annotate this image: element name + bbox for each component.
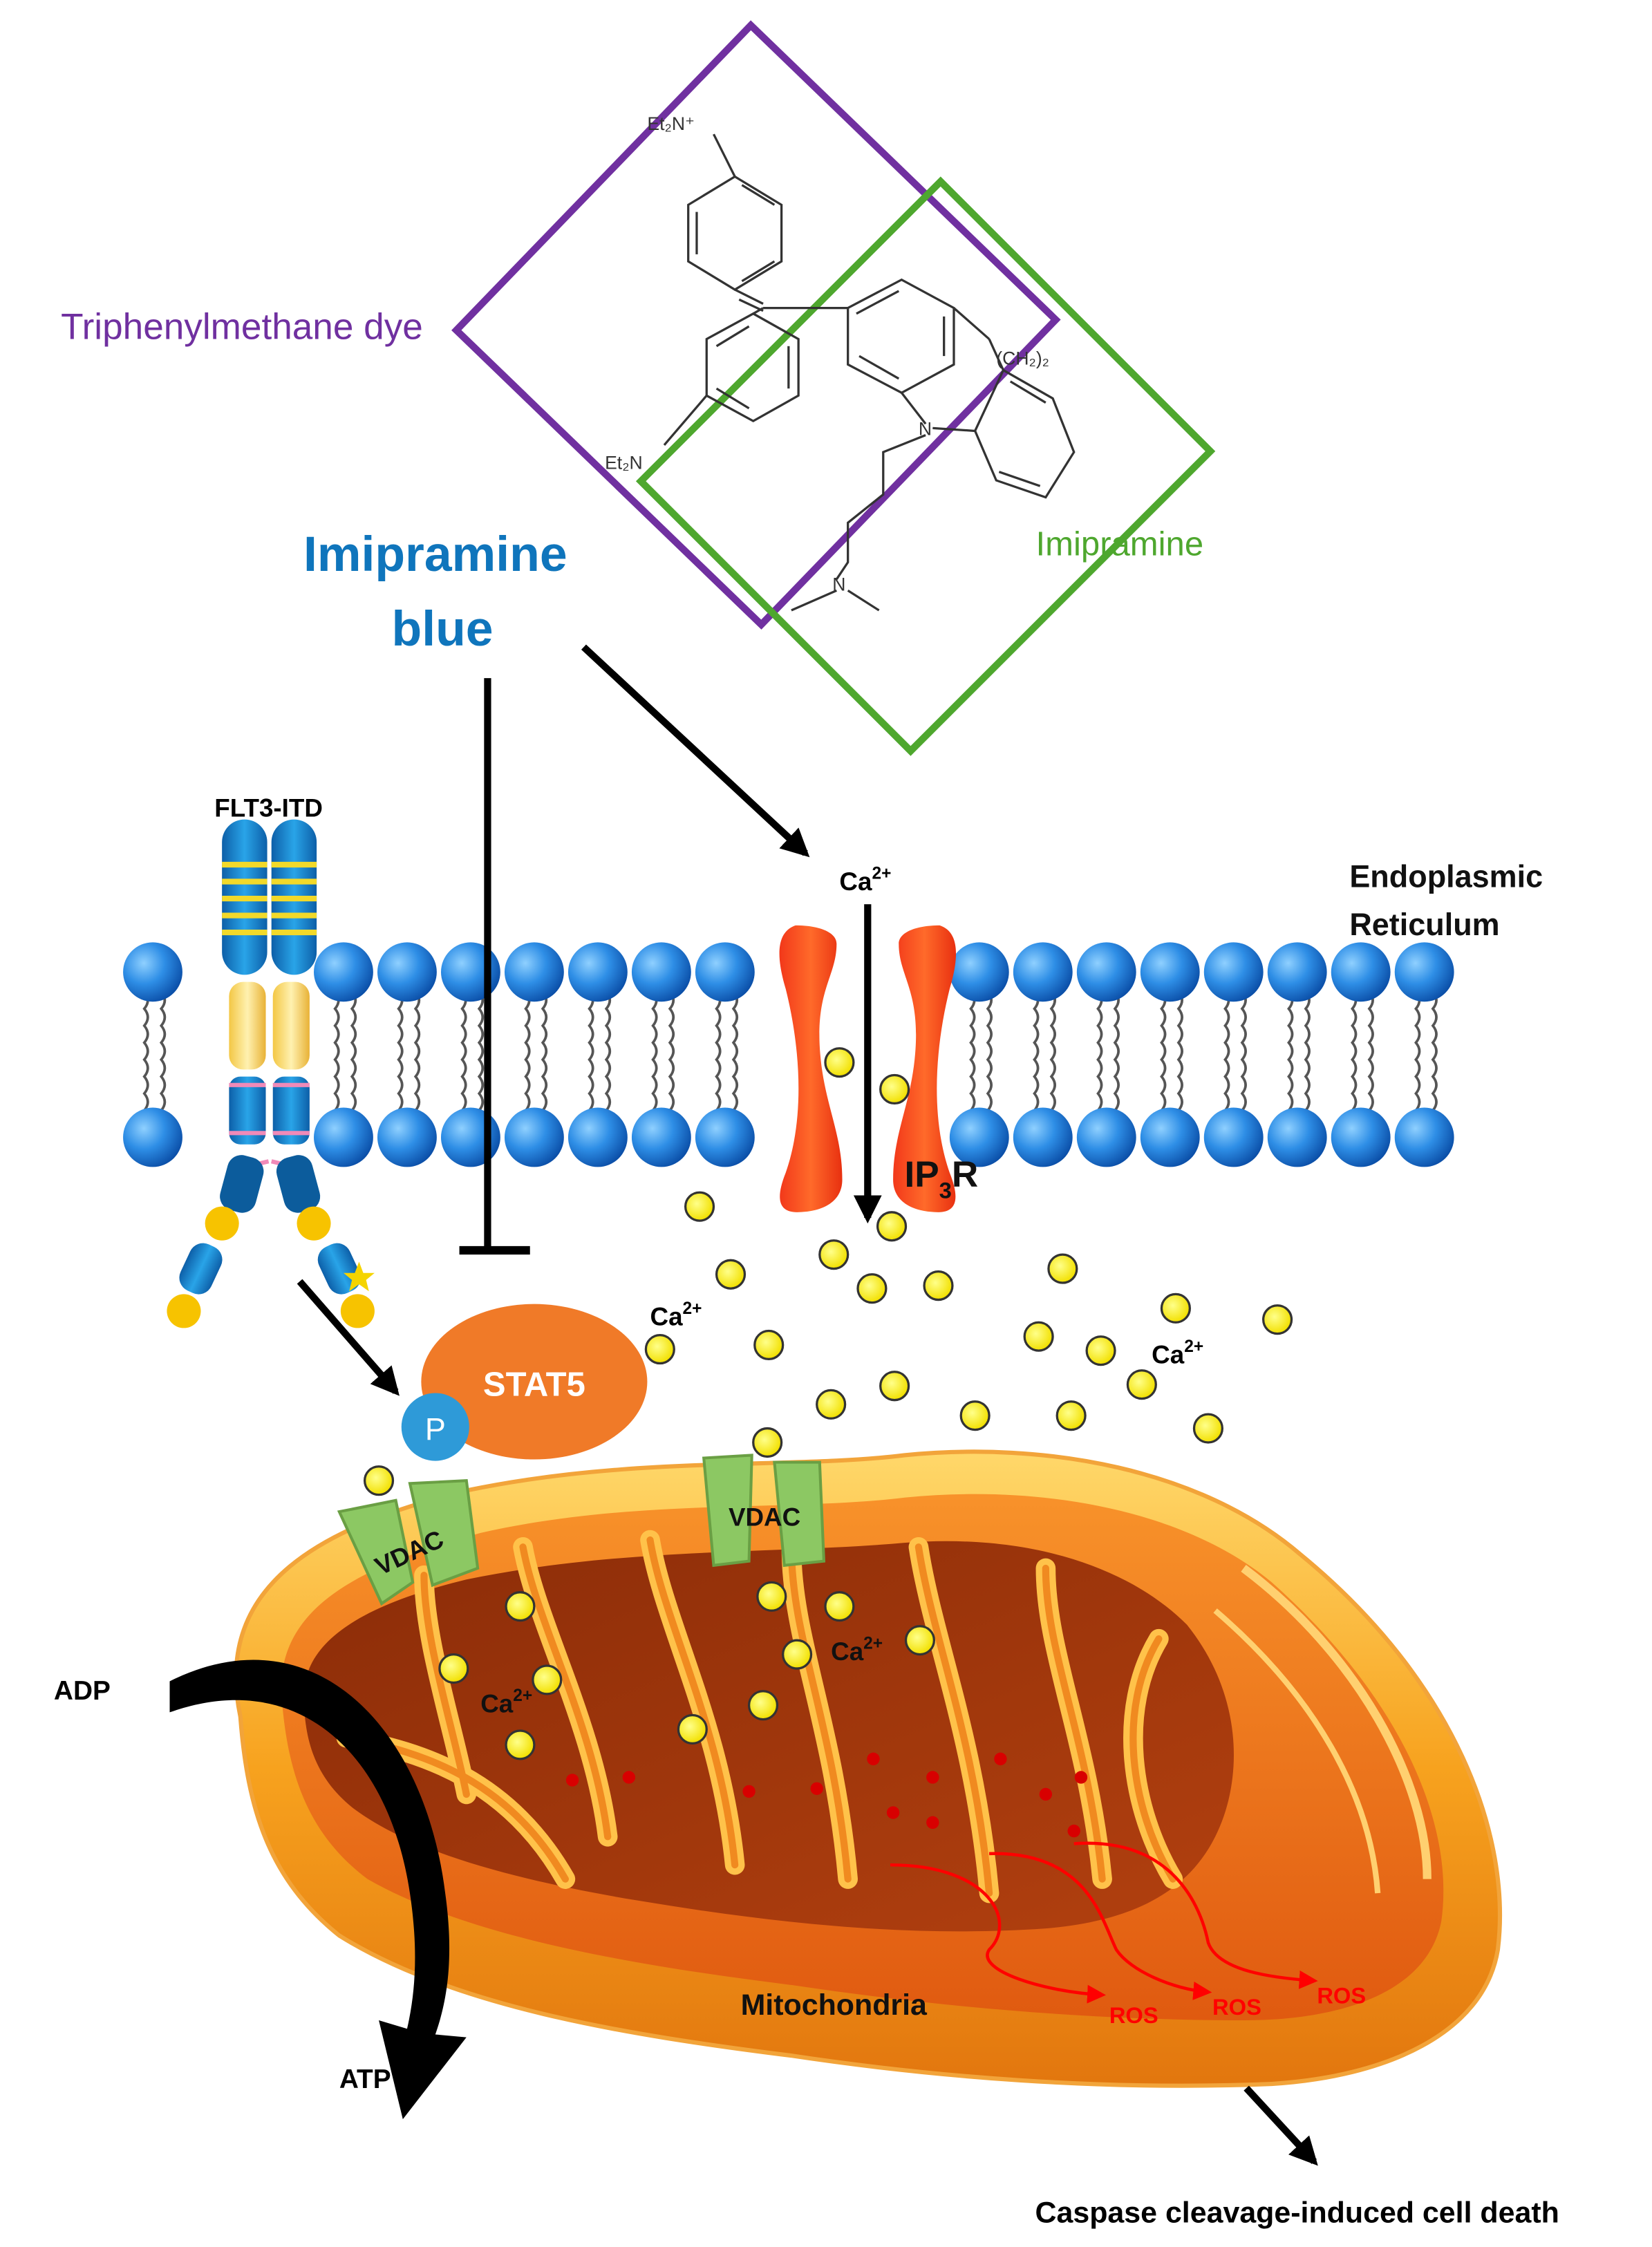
label-ca-right: Ca2+ xyxy=(1152,1337,1203,1369)
label-ros-1: ROS xyxy=(1109,2002,1158,2028)
label-ros-3: ROS xyxy=(1317,1983,1366,2009)
chem-et2n-top: Et₂N⁺ xyxy=(647,113,695,134)
label-p: P xyxy=(425,1411,446,1447)
ros-arrows xyxy=(890,1841,1318,2004)
flt3-itd-receptor xyxy=(167,819,375,1328)
stat5-ellipse xyxy=(421,1304,648,1460)
label-adp: ADP xyxy=(54,1676,111,1706)
label-imipramine-blue-2: blue xyxy=(392,601,494,657)
ip3r-channel xyxy=(779,925,957,1212)
label-caspase: Caspase cleavage-induced cell death xyxy=(1035,2196,1559,2229)
arrow-caspase xyxy=(1243,2085,1318,2166)
adp-atp-arrow xyxy=(169,1660,467,2120)
vdac-left xyxy=(337,1479,480,1606)
chem-n1: N xyxy=(919,419,932,440)
calcium-ions xyxy=(363,1047,1293,1760)
label-imipramine-blue-1: Imipramine xyxy=(303,527,567,582)
label-ca-left: Ca2+ xyxy=(650,1299,702,1331)
chem-n2: N xyxy=(832,574,845,594)
chem-et2n-left: Et₂N xyxy=(605,453,643,473)
label-imipramine: Imipramine xyxy=(1036,525,1204,563)
label-ca-mito-right: Ca2+ xyxy=(831,1634,883,1665)
vdac-right xyxy=(702,1454,826,1568)
label-er-2: Reticulum xyxy=(1349,907,1499,942)
label-flt3-itd: FLT3-ITD xyxy=(214,793,323,822)
label-triphenylmethane: Triphenylmethane dye xyxy=(61,307,423,348)
phospho-circle xyxy=(401,1393,469,1461)
label-atp: ATP xyxy=(339,2065,391,2094)
arrow-to-er xyxy=(581,644,810,858)
mitochondrion xyxy=(234,1449,1502,2088)
label-ros-2: ROS xyxy=(1212,1994,1261,2020)
label-er-1: Endoplasmic xyxy=(1349,859,1543,894)
label-ca-top: Ca2+ xyxy=(839,864,891,895)
label-vdac-right: VDAC xyxy=(729,1503,800,1532)
label-ca-mito-left: Ca2+ xyxy=(480,1686,532,1718)
chemical-structure xyxy=(663,133,1076,612)
label-mitochondria: Mitochondria xyxy=(741,1989,928,2022)
imipramine-box xyxy=(635,176,1216,756)
label-stat5: STAT5 xyxy=(483,1366,585,1404)
chem-ch2: (CH₂)₂ xyxy=(996,348,1049,368)
er-membrane xyxy=(123,942,1454,1167)
label-ip3r: IP3R xyxy=(904,1154,978,1203)
arrow-flt3-stat5 xyxy=(297,1279,400,1396)
triphenylmethane-box xyxy=(451,20,1061,630)
